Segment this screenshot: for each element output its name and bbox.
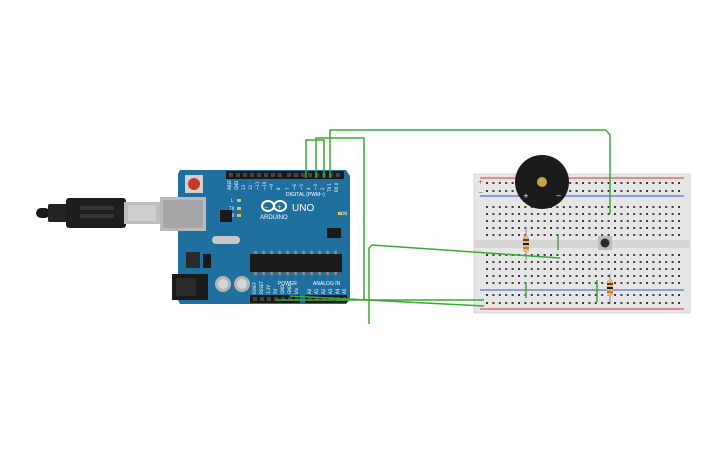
analog-pin-a5: A5 [342,288,347,294]
buzzer-minus-label: − [556,192,562,200]
arduino-logo-text: ARDUINO [260,215,288,221]
power-pin-3v3: 3.3V [266,285,271,294]
buzzer-plus-label: + [523,192,529,200]
resistor-1[interactable] [523,228,529,260]
pin-label-tx: TX 1 [327,183,332,193]
pin-label-4: 4 [306,187,311,190]
pin-label-aref: AREF [227,179,232,190]
rail-plus-label: + [478,179,483,186]
digital-label: DIGITAL (PWM~) [286,192,325,198]
power-pin-gnd1: GND [280,285,285,294]
pin-label-2: 2 [320,187,325,190]
wire-pin4-to-bottom[interactable] [315,137,365,300]
power-label: POWER [278,281,297,287]
pin-label-8: 8 [276,187,281,190]
analog-pin-a2: A2 [321,288,326,294]
rail-minus-label: − [478,189,483,196]
power-pin-ioref: IOREF [252,281,257,294]
analog-pin-a3: A3 [328,288,333,294]
pin-label-10: ~10 [262,181,267,190]
power-pin-vin: Vin [294,287,299,294]
pushbutton[interactable] [598,236,612,250]
power-pin-reset: RESET [259,281,264,294]
wires[interactable] [276,129,611,324]
infinity-logo-icon: − + [261,200,287,212]
pin-label-gnd: GND [234,181,239,190]
digital-header [226,171,344,179]
usb-cable-icon[interactable] [36,198,160,228]
pin-label-rx: RX 0 [334,182,339,192]
analog-pin-a4: A4 [335,288,340,294]
pin-label-3: ~3 [313,184,318,190]
pin-label-9: ~9 [269,184,274,190]
breadboard[interactable]: + − [473,173,691,314]
pin-label-5: ~5 [299,184,304,190]
pin-label-11: ~11 [255,181,260,190]
svg-text:−: − [264,204,269,211]
led-label-tx: TX [228,206,234,211]
power-pin-5v: 5V [273,288,278,294]
arduino-board[interactable]: AREF GND 13 12 ~11 ~10 ~9 8 7 ~6 ~5 4 ~3… [160,170,350,304]
led-label-l: L [231,198,234,203]
uno-text: UNO [292,203,314,214]
pin-label-12: 12 [248,184,253,190]
power-pin-gnd2: GND [287,285,292,294]
wire-ground-long[interactable] [368,244,561,324]
pin-label-13: 13 [241,184,246,190]
resistor-2[interactable] [607,274,613,304]
analog-pin-a1: A1 [314,288,319,294]
wire-gnd-to-rail[interactable] [289,295,485,307]
wire-pin2-to-button[interactable] [329,129,611,214]
analog-pin-a0: A0 [307,288,312,294]
piezo-buzzer[interactable]: + − [515,155,569,209]
atmega-chip [250,254,342,272]
center-groove [474,240,690,248]
reset-button-icon[interactable] [185,175,203,193]
wire-pin7-to-buzzer[interactable] [305,139,325,178]
pin-label-6: ~6 [292,184,297,190]
svg-text:+: + [277,204,282,211]
pin-label-7: 7 [285,187,290,190]
analog-label: ANALOG IN [313,281,341,287]
on-label: ON [341,211,347,216]
